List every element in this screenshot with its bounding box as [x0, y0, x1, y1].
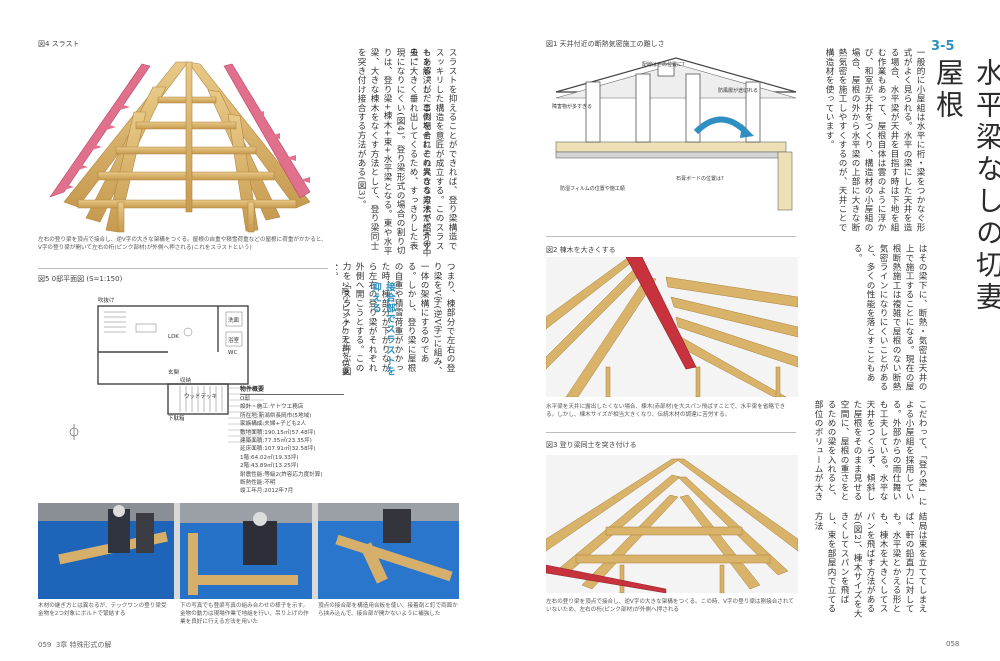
fig5-label: 図5 0邸平面図 (S=1:150): [38, 274, 122, 284]
fig2-label: 図2 棟木を大きくする: [546, 246, 616, 254]
fig1-label-c: 防風層が途切れる: [718, 87, 758, 94]
fig2-ridge-beam-photo: [546, 257, 798, 397]
page-title: 水平梁なしの切妻屋根: [932, 58, 1000, 314]
plan-wood-deck: ウッドデッキ: [184, 392, 217, 400]
section-number: 3-5: [931, 39, 955, 54]
right-body-col1: 一般的に小屋組は水平に桁・梁をつかなぐ形式がよく見られる。水平の梁にした天井を造…: [824, 48, 925, 232]
property-row: 家族構成:夫婦+子ども2人: [240, 421, 307, 428]
fig4-label: 図4 スラスト: [38, 40, 80, 48]
property-row: 耐震性能:等級2(許容応力度計算): [240, 471, 323, 478]
left-body-col3: スラストを抑えることができれば、登り梁構造でスッキリした構造を意匠が成立する。こ…: [408, 48, 457, 251]
property-overview: 物件概要 O邸設計・施工:ヤトウエ務店所在地:新潟県長岡市(5地域) 家族構成:夫…: [240, 384, 344, 496]
thrust-arrows: [64, 89, 310, 190]
fig1-label-b: 配線はどの位置に?: [642, 61, 685, 68]
plan-ldk: LDK: [168, 334, 179, 340]
plan-storage: 収納: [180, 376, 192, 384]
property-row: 2階:43.89㎡(13.25坪): [240, 463, 299, 470]
site-photos: [38, 503, 459, 599]
property-rows: O邸設計・施工:ヤトウエ務店所在地:新潟県長岡市(5地域) 家族構成:夫婦+子ども…: [240, 395, 344, 496]
divider: [546, 236, 796, 237]
fig1-label-e: 石膏ボードの位置は?: [676, 175, 724, 182]
right-page-number: 058: [946, 640, 960, 648]
red-eave-beam: [546, 564, 667, 593]
plan-shoes: 下駄箱: [168, 414, 185, 422]
fig4-thrust-diagram: [49, 61, 311, 233]
photo-strip: [38, 503, 459, 599]
left-page-number: 059 3章 特殊形式の解: [38, 640, 112, 650]
divider: [546, 432, 796, 433]
plan-bath: 浴室: [228, 336, 240, 344]
left-page-no: 059: [38, 641, 52, 649]
plan-toilet: WC: [228, 350, 237, 356]
property-row: 建築面積:77.35㎡(23.35坪): [240, 438, 312, 445]
fig2-caption: 水平梁を天井に露出したくない場合、棟木(赤部材)を大スパン飛ばすことで、水平梁を…: [546, 404, 786, 418]
plan-washroom: 洗面: [228, 316, 240, 324]
fig1-label-d: 防湿フィルムの位置や施工順: [560, 185, 625, 192]
right-body-col2: はその梁下に、断熱・気密は天井の上で施工することになる。現在の屋根断熱施工は複雑…: [852, 244, 927, 392]
fig5-scale: (S=1:150): [86, 275, 123, 283]
property-row: 設計・施工:ヤトウエ務店: [240, 404, 304, 411]
property-title: 物件概要: [240, 384, 344, 395]
left-body-col1: もある。が、この場合にこの大きな梁木がV字の中央に大きく垂れ出してくるため、すっ…: [356, 48, 431, 258]
right-body-col6: 結局は束を立ててしまえば、軒の鉛直力に対しても。水平梁とかえる形とも、棟木を大き…: [813, 512, 927, 618]
photo-caption-1: 木材の継ぎ方とは異なるが、テックワンの登り梁受金物を2つ対象にボルトで緊結する: [38, 603, 167, 617]
photo-caption-3: 頂点の接合部を構造用合板を使い、接着剤と釘で両面から挟み込んで、接合部が開かない…: [318, 603, 458, 617]
fig4-caption: 左右の登り梁を頂点で接合し、逆V字の大きな架構をつくる。屋根の自重や積雪荷重など…: [38, 237, 327, 251]
fig5-title: 図5 0邸平面図: [38, 275, 85, 283]
left-heading: 接合部でスラストを抑える: [370, 282, 395, 377]
property-row: 敷地面積:190.15㎡(57.48坪): [240, 429, 316, 436]
photo-caption-2: 下の写真でも登梁写真の組み合わせの様子を示す。金物の動力は現場作業で地組を行い、…: [180, 603, 309, 625]
property-row: O邸: [240, 396, 250, 402]
fig1-insulation-diagram: 障害物が多すぎる 配線はどの位置に? 防風層が途切れる 防湿フィルムの位置や施工…: [552, 57, 797, 211]
property-row: 竣工年月:2012年7月: [240, 488, 294, 495]
property-row: 断熱性能:不明: [240, 480, 276, 487]
plan-entrance: 玄関: [168, 368, 180, 376]
fig3-label: 図3 登り梁同士を突き付ける: [546, 441, 637, 449]
property-row: 1階:64.02㎡(19.33坪): [240, 454, 299, 461]
right-body-col5: こだわって、「登り梁」による小屋組を採用している。外部からの雨仕舞いも工夫してい…: [813, 400, 927, 507]
fig3-caption: 左右の登り梁を頂点で接合し、逆V字の大きな架構をつくる。この時、V字の登り梁は剛…: [546, 599, 794, 613]
left-subheading: 2階リビングの天井を切妻屋根: [341, 282, 350, 376]
plan-fukinuke: 吹抜け: [98, 296, 115, 304]
red-ridge-beam: [625, 257, 697, 370]
fig3-abutting-rafters-photo: [546, 455, 798, 593]
property-row: 延床面積:107.91㎡(32.58坪): [240, 446, 316, 453]
fig1-label: 図1 天井付近の断熱気密施工の難しさ: [546, 40, 665, 48]
fig1-label-a: 障害物が多すぎる: [552, 103, 592, 110]
property-row: 所在地:新潟県長岡市(5地域): [240, 412, 312, 419]
floor-plan: 吹抜け LDK 洗面 浴室 WC 収納 ウッドデッキ 玄関 下駄箱: [69, 296, 264, 443]
left-body-col2: つまり、棟部分で左右の登り梁をV字(逆V字)に組み、一体の架構にするのである。し…: [336, 262, 455, 377]
divider: [38, 268, 328, 269]
left-chapter: 3章 特殊形式の解: [55, 641, 112, 649]
north-arrow-icon: [69, 424, 79, 440]
